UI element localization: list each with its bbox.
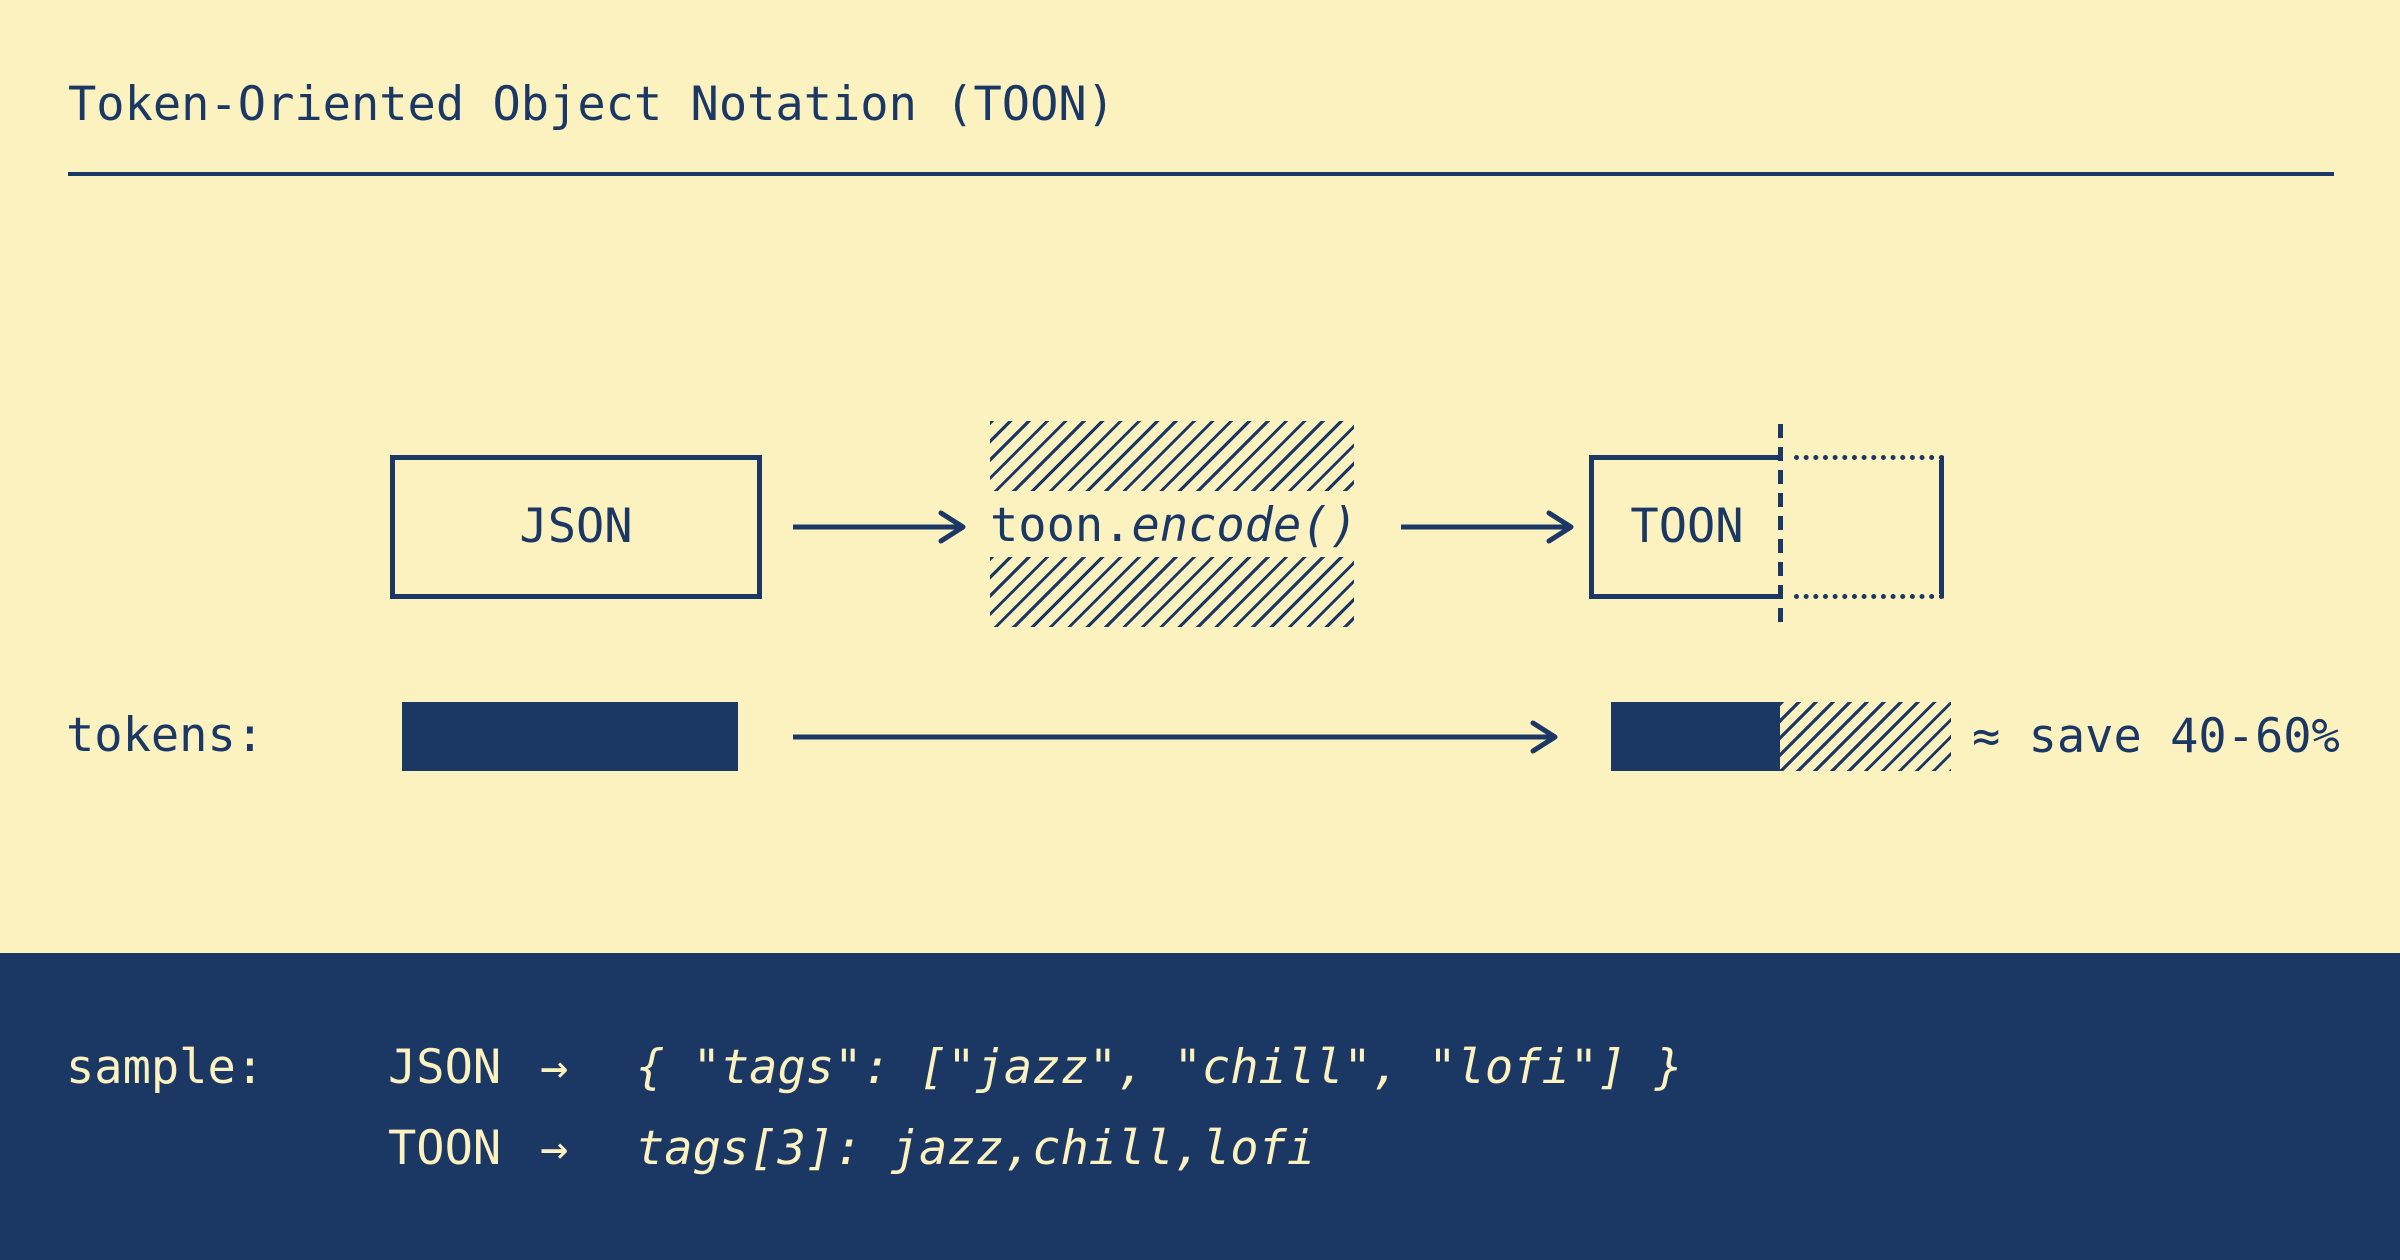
sample-toon-row: TOON → tags[3]: jazz,chill,lofi — [0, 1122, 2400, 1176]
toon-output-box: TOON — [1589, 455, 1780, 599]
json-input-label: JSON — [519, 499, 633, 554]
toon-output-label: TOON — [1630, 499, 1744, 554]
json-input-box: JSON — [390, 455, 762, 599]
arrow-right-icon: → — [540, 1121, 569, 1176]
sample-toon-format: TOON — [388, 1121, 502, 1176]
cut-line-icon — [1778, 424, 1783, 622]
toon-token-bar-saved-hatch — [1780, 702, 1951, 771]
savings-note: ≈ save 40-60% — [1972, 709, 2340, 764]
toon-token-bar-used — [1611, 702, 1780, 771]
sample-json-row: JSON → { "tags": ["jazz", "chill", "lofi… — [0, 1041, 2400, 1095]
sample-json-code: { "tags": ["jazz", "chill", "lofi"] } — [636, 1040, 1683, 1095]
sample-json-format: JSON — [388, 1040, 502, 1095]
arrow-right-icon — [1401, 510, 1574, 544]
sample-row-label: sample: — [66, 1040, 265, 1095]
tokens-row-label: tokens: — [66, 708, 265, 763]
encode-hatch-bottom — [990, 557, 1354, 627]
sample-panel — [0, 953, 2400, 1260]
page-title: Token-Oriented Object Notation (TOON) — [68, 77, 1115, 132]
encode-namespace: toon. — [990, 498, 1132, 553]
arrow-right-icon — [793, 510, 966, 544]
encode-method: encode() — [1131, 498, 1358, 553]
title-underline — [68, 172, 2334, 176]
json-token-bar — [402, 702, 738, 771]
toon-token-bar — [1611, 702, 1951, 771]
encode-hatch-top — [990, 421, 1354, 491]
sample-toon-code: tags[3]: jazz,chill,lofi — [636, 1121, 1316, 1176]
trimmed-tokens-phantom-box — [1794, 455, 1944, 599]
arrow-right-icon — [793, 720, 1558, 754]
arrow-right-icon: → — [540, 1040, 569, 1095]
encode-function-label: toon.encode() — [990, 498, 1358, 553]
